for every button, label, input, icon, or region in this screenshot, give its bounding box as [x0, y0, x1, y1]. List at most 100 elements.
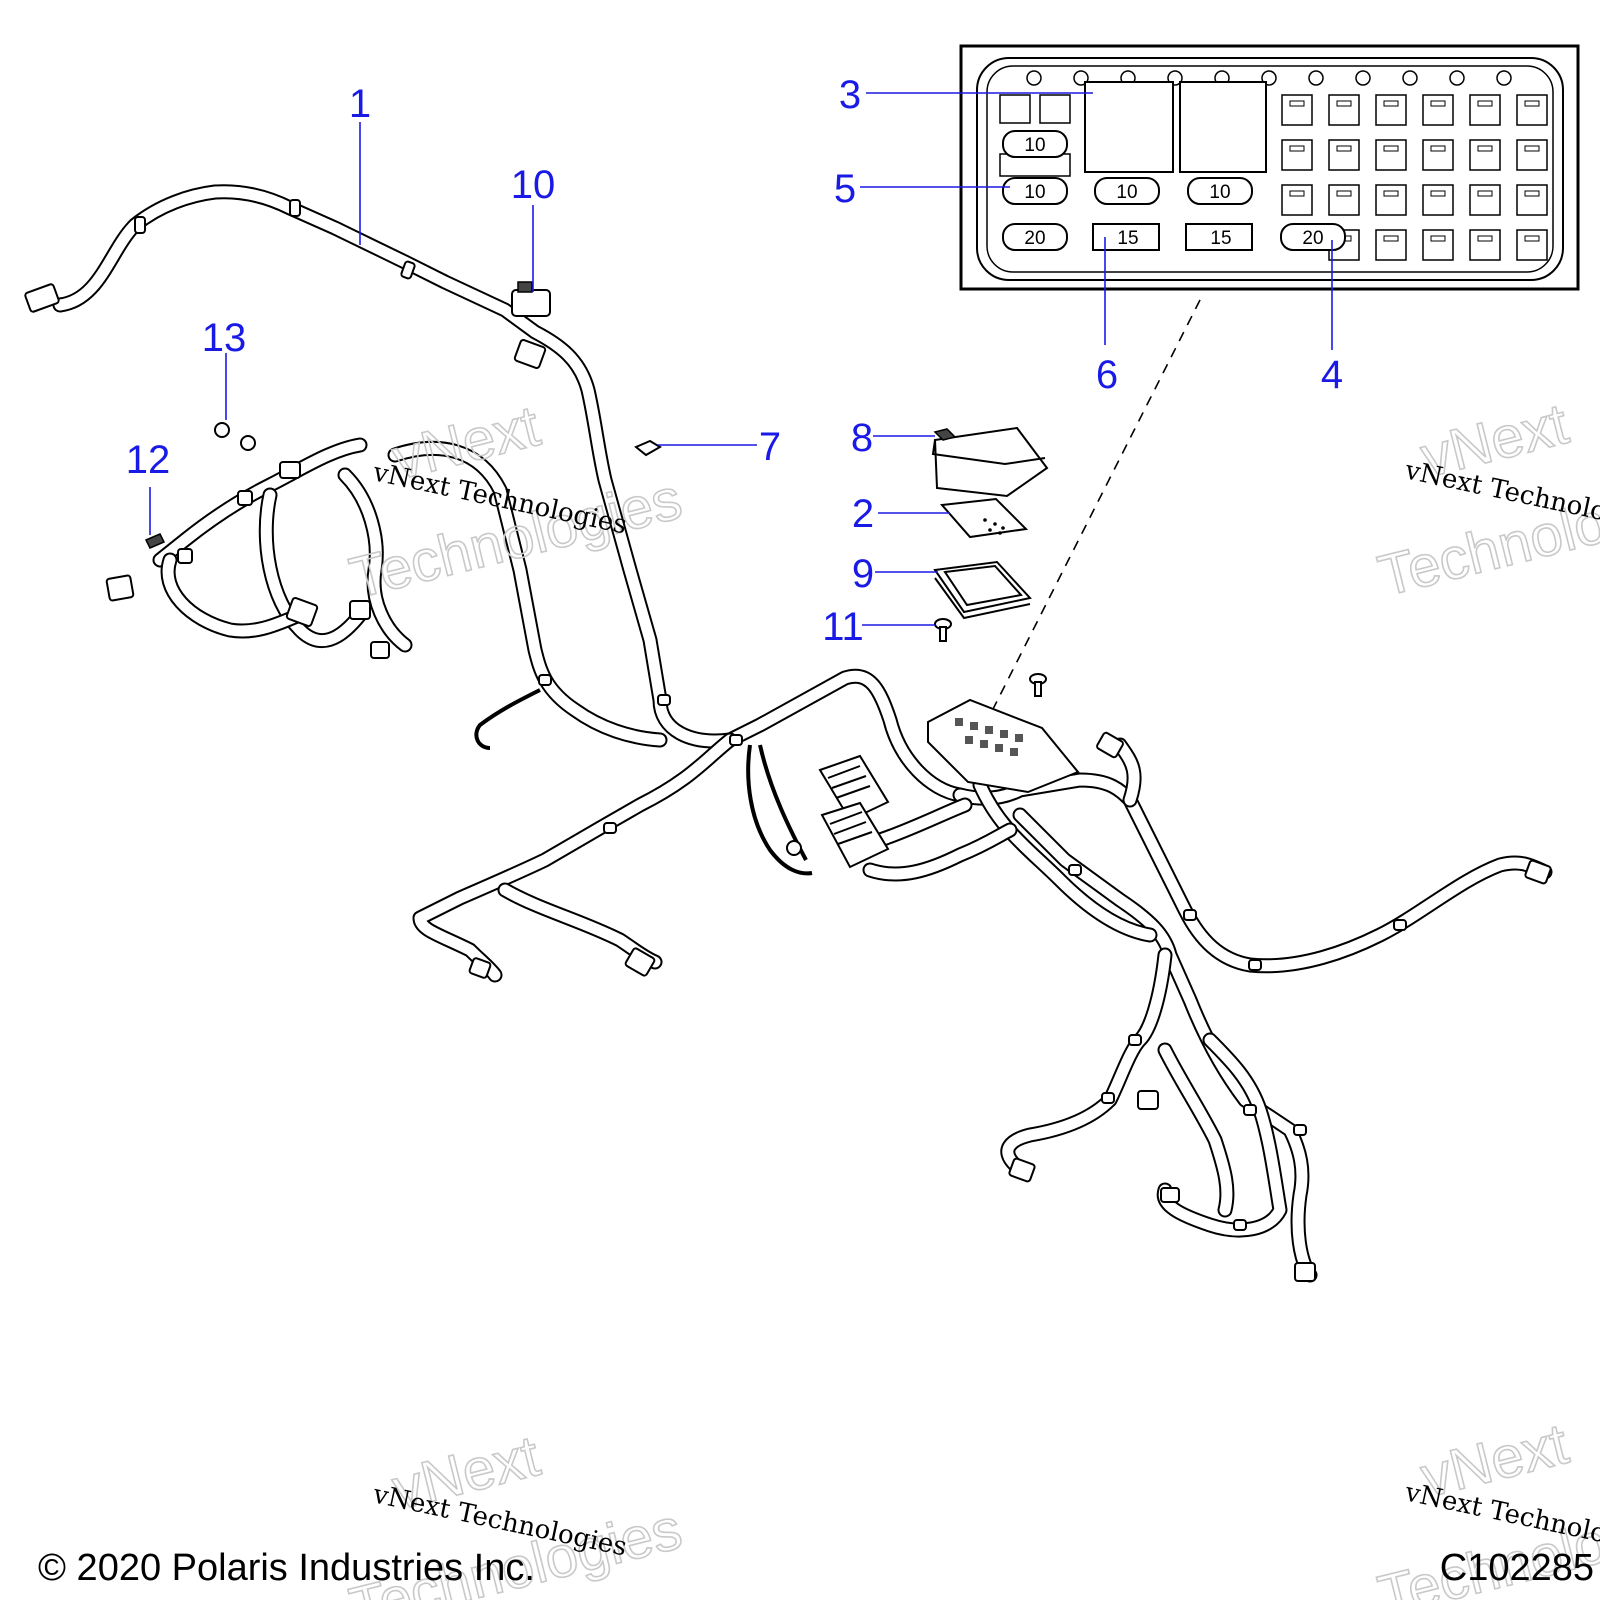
harness-connector — [1096, 731, 1124, 759]
harness-wire-fill — [389, 443, 666, 746]
fuse-r3-2: 15 — [1185, 223, 1253, 251]
harness-clip — [1183, 909, 1197, 921]
harness-clip — [603, 822, 617, 834]
fuse-box-top-ribs — [1026, 70, 1512, 86]
fuse-cavity — [1375, 139, 1407, 171]
fuse-cavity — [1469, 94, 1501, 126]
callout-10: 10 — [511, 163, 556, 207]
fuse-cavities-left — [999, 94, 1071, 177]
callout-9: 9 — [852, 552, 874, 596]
fuse-rating: 10 — [1024, 182, 1045, 203]
fuse-rating: 10 — [1209, 182, 1230, 203]
harness-clip — [1243, 1104, 1257, 1116]
fuse-cavity — [1422, 184, 1454, 216]
fuse-cavity-slot — [1524, 235, 1540, 242]
fuse-cavity-slot — [1477, 190, 1493, 197]
fuse-cavity-slot — [1524, 100, 1540, 107]
harness-clip — [1393, 919, 1407, 931]
ground-lead — [474, 688, 541, 750]
fuse-cavity — [1422, 229, 1454, 261]
harness-clip — [1101, 1092, 1115, 1104]
harness-clip — [1233, 1219, 1247, 1231]
part-7-clip — [634, 439, 662, 457]
harness-wire-fill — [864, 824, 1016, 880]
harness-connector — [349, 600, 371, 620]
harness-connector — [513, 339, 547, 369]
fuse-cavity-slot — [1336, 190, 1352, 197]
fuse-cavity-slot — [1524, 190, 1540, 197]
fuse-cavity — [1281, 94, 1313, 126]
ecu-connectors — [818, 754, 890, 869]
harness-wire-fill — [1159, 1044, 1233, 1216]
callout-5: 5 — [834, 167, 856, 211]
fuse-rating: 20 — [1024, 228, 1045, 249]
harness-clip — [289, 199, 301, 217]
grommet — [786, 840, 802, 856]
harness-connector — [370, 641, 390, 659]
fuse-rating: 15 — [1210, 228, 1231, 249]
fuse-cavity — [1328, 139, 1360, 171]
fuse-r3-1: 15 — [1092, 223, 1160, 251]
harness-clip — [400, 260, 416, 280]
callout-8: 8 — [851, 416, 873, 460]
harness-clip — [1068, 864, 1082, 876]
harness-clip — [657, 694, 671, 706]
fuse-cavity — [1516, 94, 1548, 126]
harness-wire-fill — [154, 439, 366, 566]
fuse-cavity — [1375, 229, 1407, 261]
fuse-cavity — [1516, 184, 1548, 216]
fuse-box-housing — [927, 698, 1080, 794]
fuse-cavity — [1469, 139, 1501, 171]
fuse-cavity-slot — [1477, 235, 1493, 242]
fuse-cavity — [1375, 184, 1407, 216]
callout-11: 11 — [822, 605, 864, 649]
harness-wire-fill — [874, 799, 971, 846]
relay-right — [1179, 81, 1267, 173]
harness-connector — [468, 957, 492, 979]
harness-wire-fill — [1114, 739, 1140, 806]
callout-7: 7 — [759, 425, 781, 469]
fuse-r3-0: 20 — [1002, 223, 1068, 251]
relay-left — [1084, 81, 1174, 173]
fuse-r2-2: 10 — [1187, 177, 1253, 205]
harness-clip — [177, 548, 193, 564]
harness-wire-fill — [260, 489, 366, 647]
fuse-cavity-slot — [1430, 100, 1446, 107]
harness-connector — [1524, 859, 1552, 885]
harness-wire-fill — [954, 774, 1551, 972]
fuse-cavity — [1328, 94, 1360, 126]
fuse-rating: 20 — [1302, 228, 1323, 249]
fuse-cavity — [1328, 184, 1360, 216]
fuse-cavity-slot — [1477, 100, 1493, 107]
fuse-r3-3: 20 — [1280, 223, 1346, 251]
fuse-cavity-slot — [1430, 190, 1446, 197]
harness-wire-fill — [1158, 1034, 1286, 1236]
fuse-cavity-slot — [1383, 190, 1399, 197]
part-10-connector — [511, 281, 551, 317]
fuse-r1-0: 10 — [1002, 130, 1068, 158]
callout-1: 1 — [349, 82, 371, 126]
fuse-cavity — [1375, 94, 1407, 126]
fuse-box-detail: 10 10 10 10 20 15 15 20 — [959, 44, 1580, 291]
loose-screw — [1029, 673, 1047, 697]
detail-link-dashed-line — [989, 299, 1201, 716]
callout-6: 6 — [1096, 353, 1118, 397]
harness-connector — [24, 283, 60, 313]
harness-clip — [538, 674, 552, 686]
fuse-cavity-slot — [1289, 190, 1305, 197]
fuse-rating: 10 — [1116, 182, 1137, 203]
harness-wire-fill — [162, 554, 306, 637]
harness-connector — [279, 461, 301, 479]
harness-wire-fill — [339, 469, 411, 651]
fuse-r2-1: 10 — [1094, 177, 1160, 205]
harness-clip — [1293, 1124, 1307, 1136]
part-8-fuse-box-cover — [931, 426, 1049, 498]
callout-12: 12 — [126, 438, 171, 482]
harness-clip — [1248, 959, 1262, 971]
fuse-cavity-slot — [1383, 145, 1399, 152]
harness-clip — [1128, 1034, 1142, 1046]
harness-connector — [1160, 1187, 1180, 1203]
fuse-cavity-slot — [1383, 100, 1399, 107]
part-9-gasket — [933, 560, 1032, 620]
harness-wire-fill — [414, 734, 736, 981]
